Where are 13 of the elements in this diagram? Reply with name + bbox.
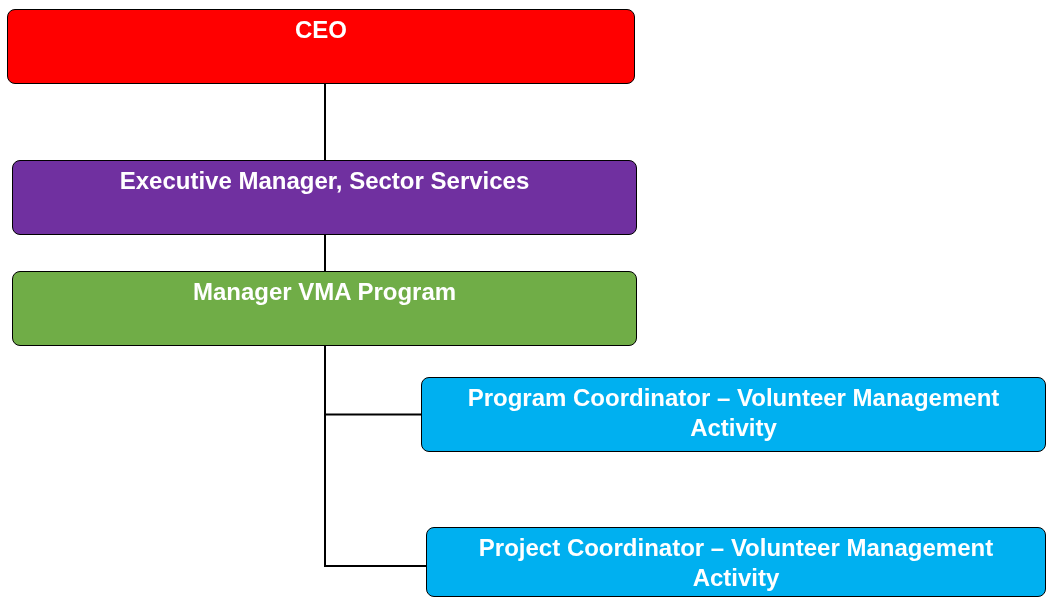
role-title: Executive Manager, Sector Services xyxy=(119,166,530,196)
role-box xyxy=(421,377,1046,452)
connector-line xyxy=(324,83,326,161)
role-title: Program Coordinator – Volunteer Management Activity xyxy=(466,383,1001,443)
role-box xyxy=(12,160,637,235)
role-box xyxy=(12,271,637,346)
role-title: Manager VMA Program xyxy=(192,277,457,307)
role-title: Project Coordinator – Volunteer Management Activity xyxy=(477,533,995,593)
role-title: CEO xyxy=(295,15,347,45)
role-box xyxy=(7,9,635,84)
role-box xyxy=(426,527,1046,597)
connector-line xyxy=(324,345,427,567)
connector-line xyxy=(324,234,326,272)
